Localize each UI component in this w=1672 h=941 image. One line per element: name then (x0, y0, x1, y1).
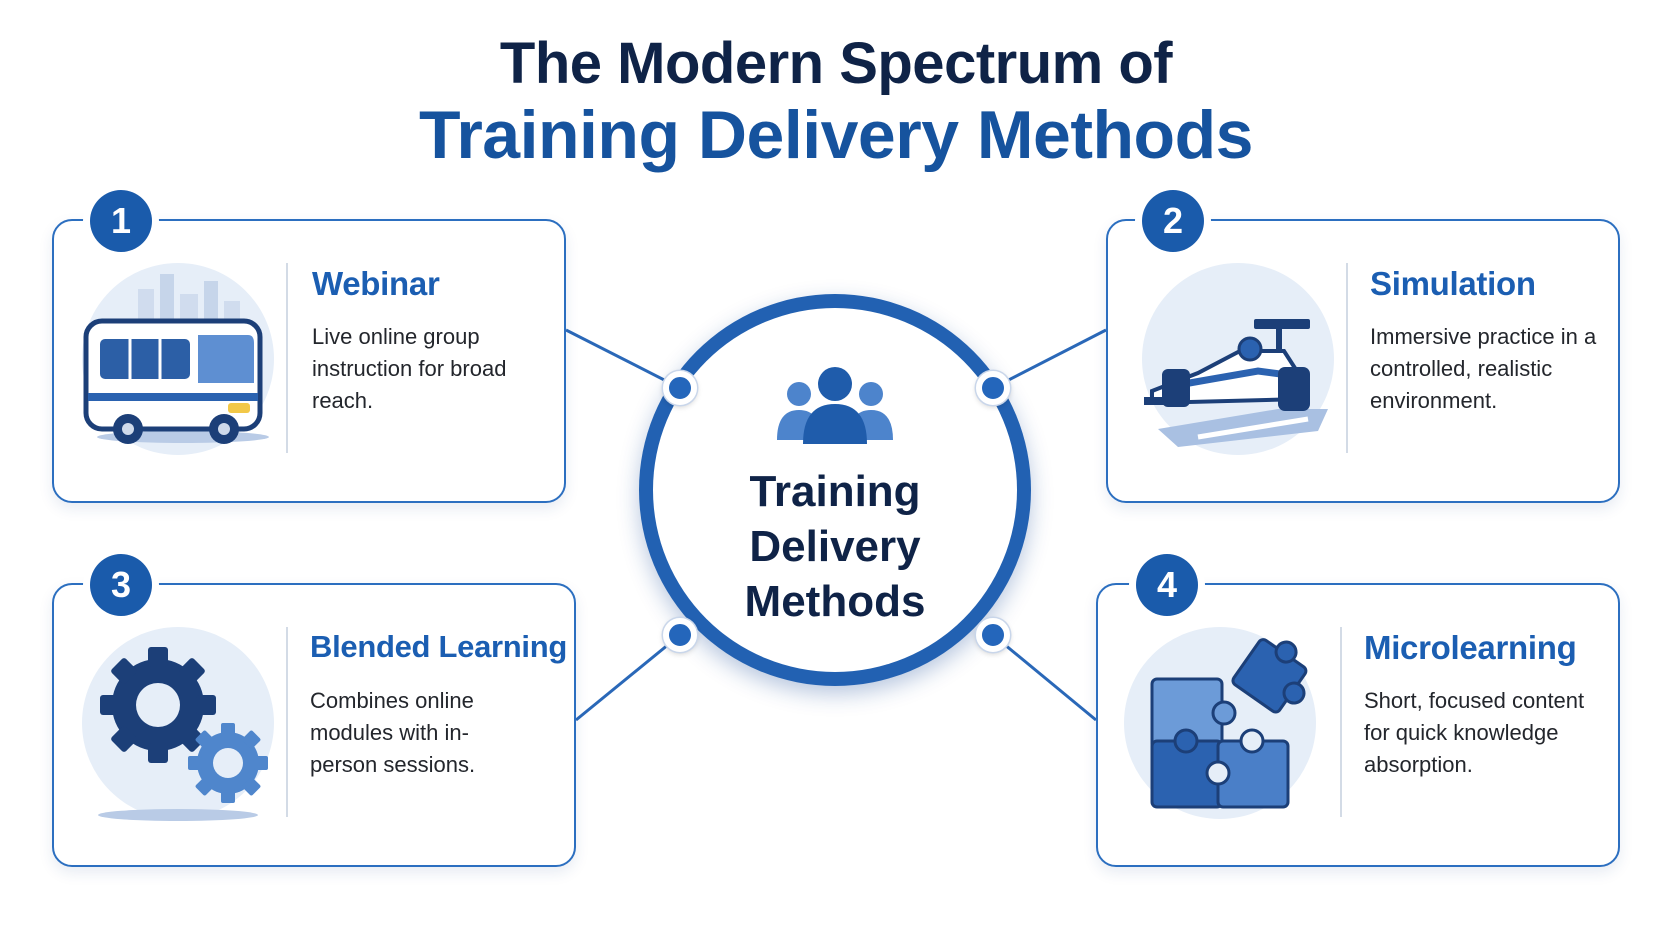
method-desc-simulation: Immersive practice in a controlled, real… (1370, 324, 1597, 413)
card-divider (286, 627, 288, 817)
center-hub: Training Delivery Methods (639, 294, 1031, 686)
method-card-blended-learning: Blended Learning Combines online modules… (52, 583, 576, 867)
connector-4 (992, 633, 1097, 722)
method-title-webinar: Webinar (312, 265, 440, 302)
method-desc-blended-learning: Combines online modules with in-person s… (310, 688, 476, 777)
card-divider (286, 263, 288, 453)
hub-line-2: Delivery (749, 522, 921, 571)
method-title-microlearning: Microlearning (1364, 629, 1577, 666)
race-car-icon (1138, 259, 1338, 464)
hub-node-3 (663, 618, 697, 652)
hub-node-2 (976, 371, 1010, 405)
card-divider (1346, 263, 1348, 453)
connector-2 (992, 328, 1107, 390)
method-title-blended-learning: Blended Learning (310, 629, 568, 664)
bus-icon (78, 259, 278, 464)
connector-1 (565, 328, 681, 390)
hub-node-1 (663, 371, 697, 405)
badge-1: 1 (90, 190, 152, 252)
center-hub-label: Training Delivery Methods (639, 464, 1031, 629)
badge-4: 4 (1136, 554, 1198, 616)
method-title-simulation: Simulation (1370, 265, 1536, 302)
method-card-microlearning: Microlearning Short, focused content for… (1096, 583, 1620, 867)
hub-node-4 (976, 618, 1010, 652)
puzzle-pieces-icon (1120, 623, 1320, 828)
hub-line-1: Training (749, 467, 921, 516)
hub-line-3: Methods (744, 577, 926, 626)
gears-icon (78, 623, 278, 828)
connector-3 (575, 633, 681, 722)
method-card-simulation: Simulation Immersive practice in a contr… (1106, 219, 1620, 503)
people-group-icon (775, 364, 895, 453)
title-line-2: Training Delivery Methods (419, 97, 1253, 173)
card-divider (1340, 627, 1342, 817)
badge-2: 2 (1142, 190, 1204, 252)
method-desc-microlearning: Short, focused content for quick knowled… (1364, 688, 1585, 777)
badge-3: 3 (90, 554, 152, 616)
method-card-webinar: Webinar Live online group instruction fo… (52, 219, 566, 503)
title-line-1: The Modern Spectrum of (499, 31, 1173, 96)
method-desc-webinar: Live online group instruction for broad … (312, 324, 507, 413)
